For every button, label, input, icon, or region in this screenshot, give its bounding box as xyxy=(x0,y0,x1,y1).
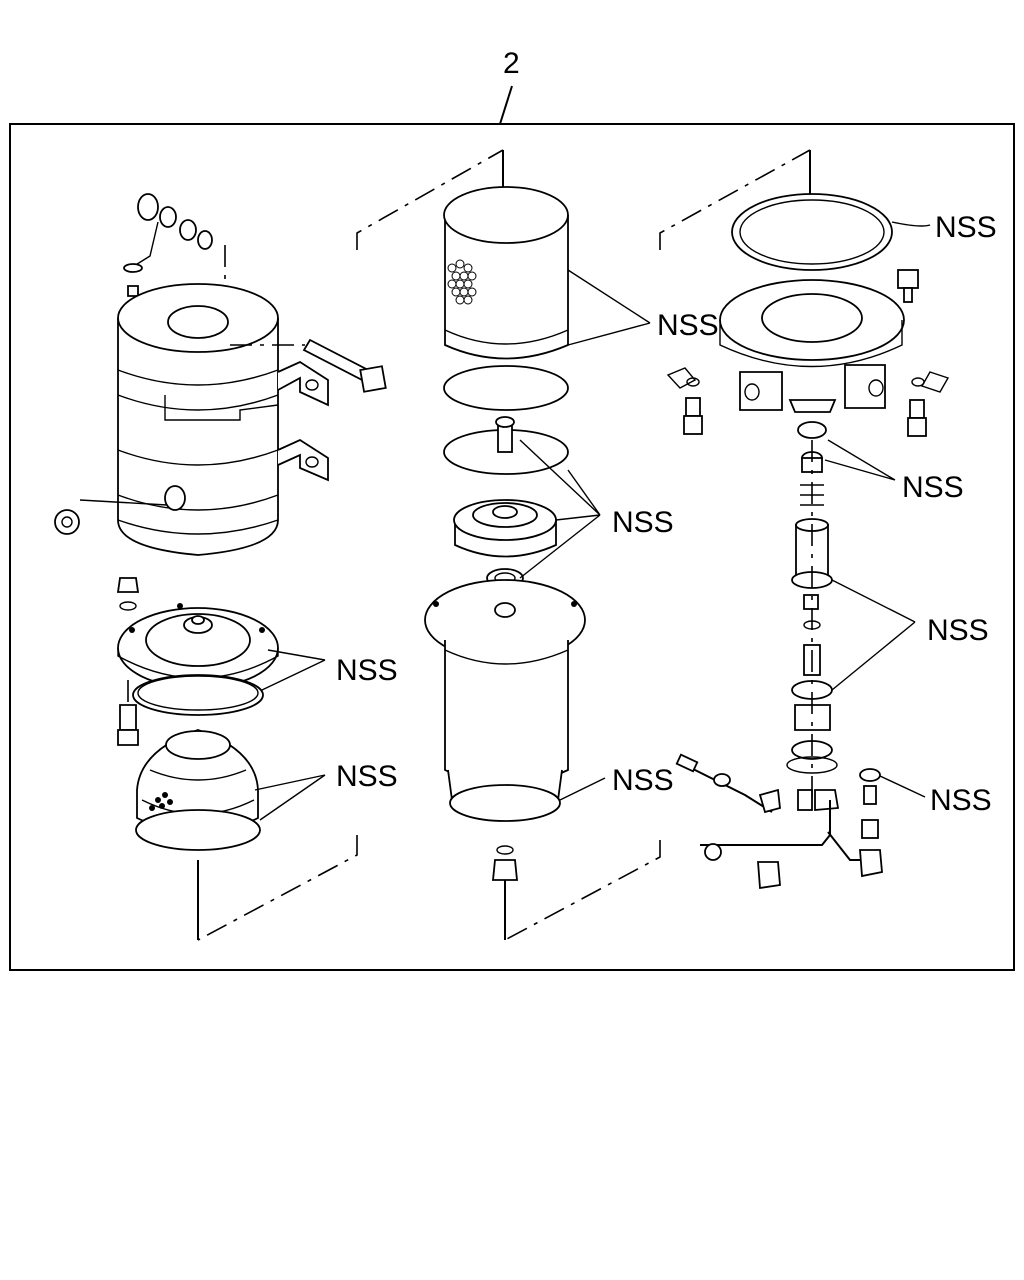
fitting-nut-icon xyxy=(137,193,159,221)
nss-label-right-orings-upper: NSS xyxy=(902,471,964,504)
nss-label-top-ring: NSS xyxy=(935,211,997,244)
nss-labels: NSS NSS NSS NSS NSS NSS NSS NSS NSS xyxy=(336,211,997,817)
right-valve-stack xyxy=(786,421,838,800)
nss-label-right-washer: NSS xyxy=(930,784,992,817)
nss-label-right-orings-lower: NSS xyxy=(927,614,989,647)
nss-label-filter-element: NSS xyxy=(657,309,719,342)
nss-label-left-bowl-seal: NSS xyxy=(336,760,398,793)
nss-label-center-seals: NSS xyxy=(612,506,674,539)
right-fuel-lines xyxy=(675,753,883,890)
filter-element-group xyxy=(443,186,569,588)
assembly-number: 2 xyxy=(503,47,520,80)
right-head-group xyxy=(666,193,950,437)
diagram-frame xyxy=(9,123,1015,971)
left-bowl-group xyxy=(135,729,261,851)
left-housing-group xyxy=(54,193,387,556)
assembly-leader xyxy=(499,85,513,125)
nss-label-left-cover-gasket: NSS xyxy=(336,654,398,687)
center-bowl-group xyxy=(424,579,586,881)
nss-label-center-bowl-seal: NSS xyxy=(612,764,674,797)
left-cover-group xyxy=(116,577,279,746)
callout-leaders xyxy=(254,221,931,821)
